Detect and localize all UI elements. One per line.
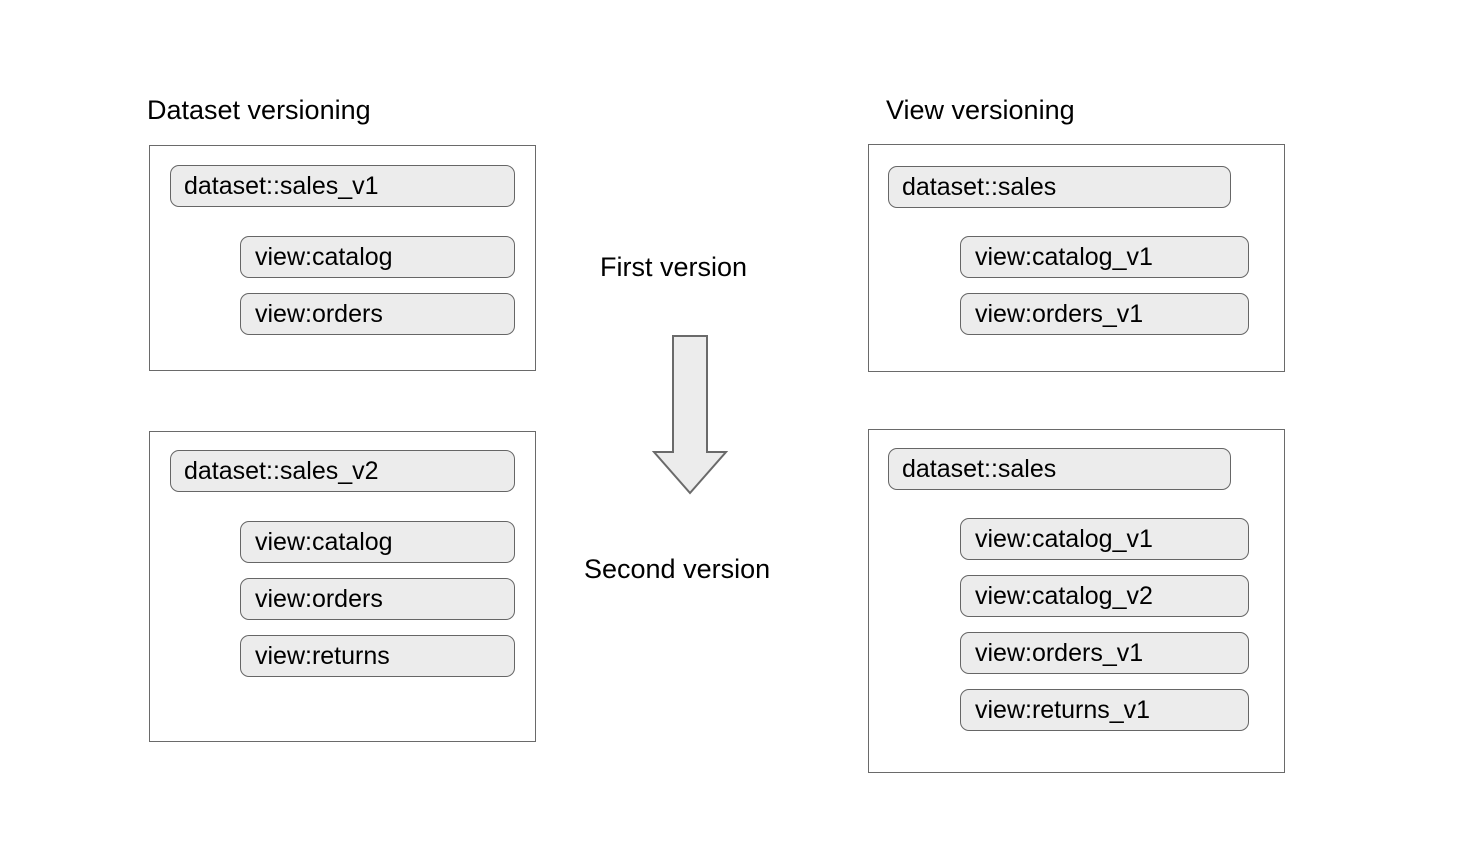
node-view-catalog[interactable]: view:catalog xyxy=(240,236,515,278)
node-view-catalog-2[interactable]: view:catalog xyxy=(240,521,515,563)
node-view-catalog-v2[interactable]: view:catalog_v2 xyxy=(960,575,1249,617)
node-view-returns[interactable]: view:returns xyxy=(240,635,515,677)
node-view-catalog-v1-2[interactable]: view:catalog_v1 xyxy=(960,518,1249,560)
node-view-catalog-v1[interactable]: view:catalog_v1 xyxy=(960,236,1249,278)
down-arrow-icon xyxy=(651,335,729,495)
label-first-version: First version xyxy=(600,252,748,282)
node-dataset-sales[interactable]: dataset::sales xyxy=(888,166,1231,208)
label-second-version: Second version xyxy=(584,554,771,584)
node-dataset-sales-2[interactable]: dataset::sales xyxy=(888,448,1231,490)
node-view-orders[interactable]: view:orders xyxy=(240,293,515,335)
node-view-returns-v1[interactable]: view:returns_v1 xyxy=(960,689,1249,731)
node-dataset-sales-v1[interactable]: dataset::sales_v1 xyxy=(170,165,515,207)
node-view-orders-v1[interactable]: view:orders_v1 xyxy=(960,293,1249,335)
node-view-orders-2[interactable]: view:orders xyxy=(240,578,515,620)
node-view-orders-v1-2[interactable]: view:orders_v1 xyxy=(960,632,1249,674)
node-dataset-sales-v2[interactable]: dataset::sales_v2 xyxy=(170,450,515,492)
column-title-view-versioning: View versioning xyxy=(886,95,1075,125)
column-title-dataset-versioning: Dataset versioning xyxy=(147,95,371,125)
